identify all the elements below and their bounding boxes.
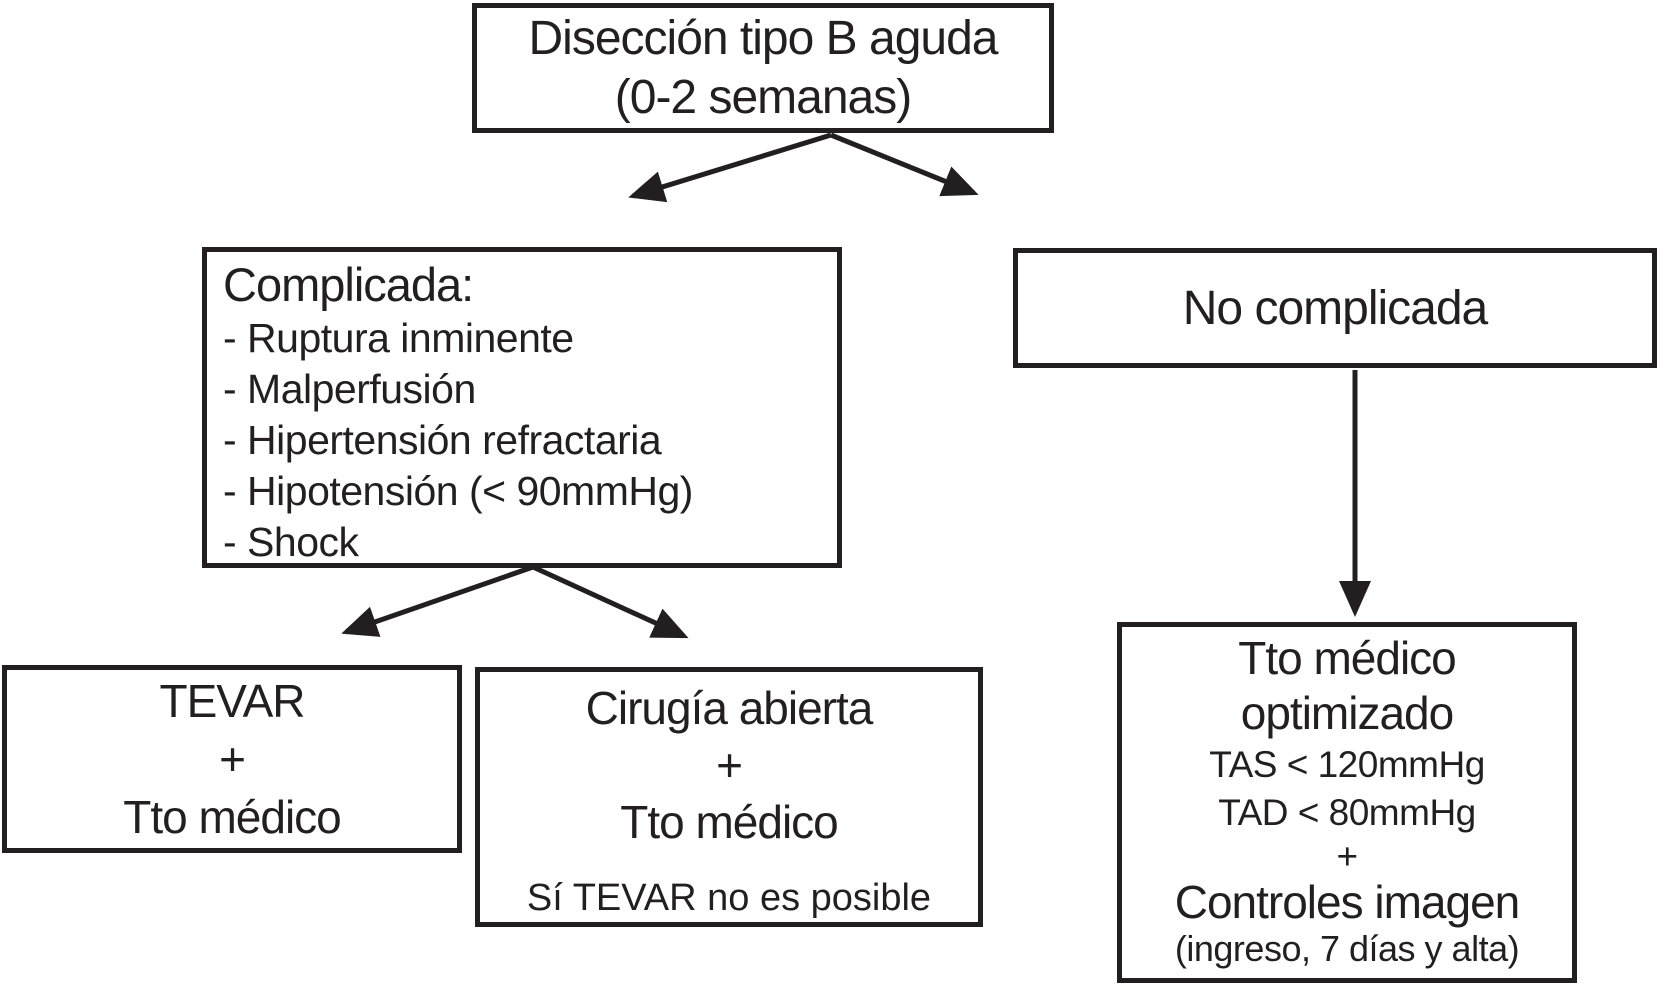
root-title-line1: Disección tipo B aguda [528, 12, 999, 65]
cirugia-note: Sí TEVAR no es posible [526, 877, 932, 919]
tevar-line3: Tto médico [123, 791, 342, 843]
arrow-root-to-complicada [628, 132, 832, 203]
no-complicada-label: No complicada [1182, 281, 1488, 335]
node-no-complicada: No complicada [1013, 248, 1657, 368]
complicada-item-ruptura: - Ruptura inminente [223, 315, 574, 361]
complicada-title: Complicada: [223, 258, 474, 311]
complicada-item-shock: - Shock [223, 519, 359, 565]
tto-line2: optimizado [1240, 687, 1454, 739]
tto-line1: Tto médico [1238, 632, 1457, 684]
cirugia-plus: + [716, 739, 743, 791]
complicada-item-hipotension: - Hipotensión (< 90mmHg) [223, 468, 693, 514]
arrow-complicada-to-tevar [341, 564, 534, 637]
root-title-line2: (0-2 semanas) [614, 71, 912, 124]
node-diseccion-tipo-b-aguda: Disección tipo B aguda (0-2 semanas) [472, 3, 1054, 133]
tto-controles: Controles imagen [1174, 876, 1521, 928]
cirugia-line3: Tto médico [620, 796, 839, 848]
tto-controles-note: (ingreso, 7 días y alta) [1174, 928, 1520, 969]
cirugia-line1: Cirugía abierta [585, 682, 874, 734]
complicada-item-hipertension: - Hipertensión refractaria [223, 417, 662, 463]
node-cirugia-abierta: Cirugía abierta + Tto médico Sí TEVAR no… [475, 667, 983, 927]
node-tevar: TEVAR + Tto médico [2, 665, 462, 853]
node-complicada: Complicada: - Ruptura inminente - Malper… [202, 247, 842, 568]
node-tto-medico-optimizado: Tto médico optimizado TAS < 120mmHg TAD … [1117, 622, 1577, 983]
tto-tad: TAD < 80mmHg [1218, 792, 1476, 833]
tevar-plus: + [219, 733, 246, 785]
tto-plus: + [1336, 836, 1358, 877]
tto-tas: TAS < 120mmHg [1209, 744, 1485, 785]
tevar-line1: TEVAR [159, 675, 306, 727]
arrow-root-to-no-complicada [830, 132, 979, 197]
arrow-complicada-to-cirugia [531, 564, 689, 639]
complicada-item-malperfusion: - Malperfusión [223, 366, 476, 412]
